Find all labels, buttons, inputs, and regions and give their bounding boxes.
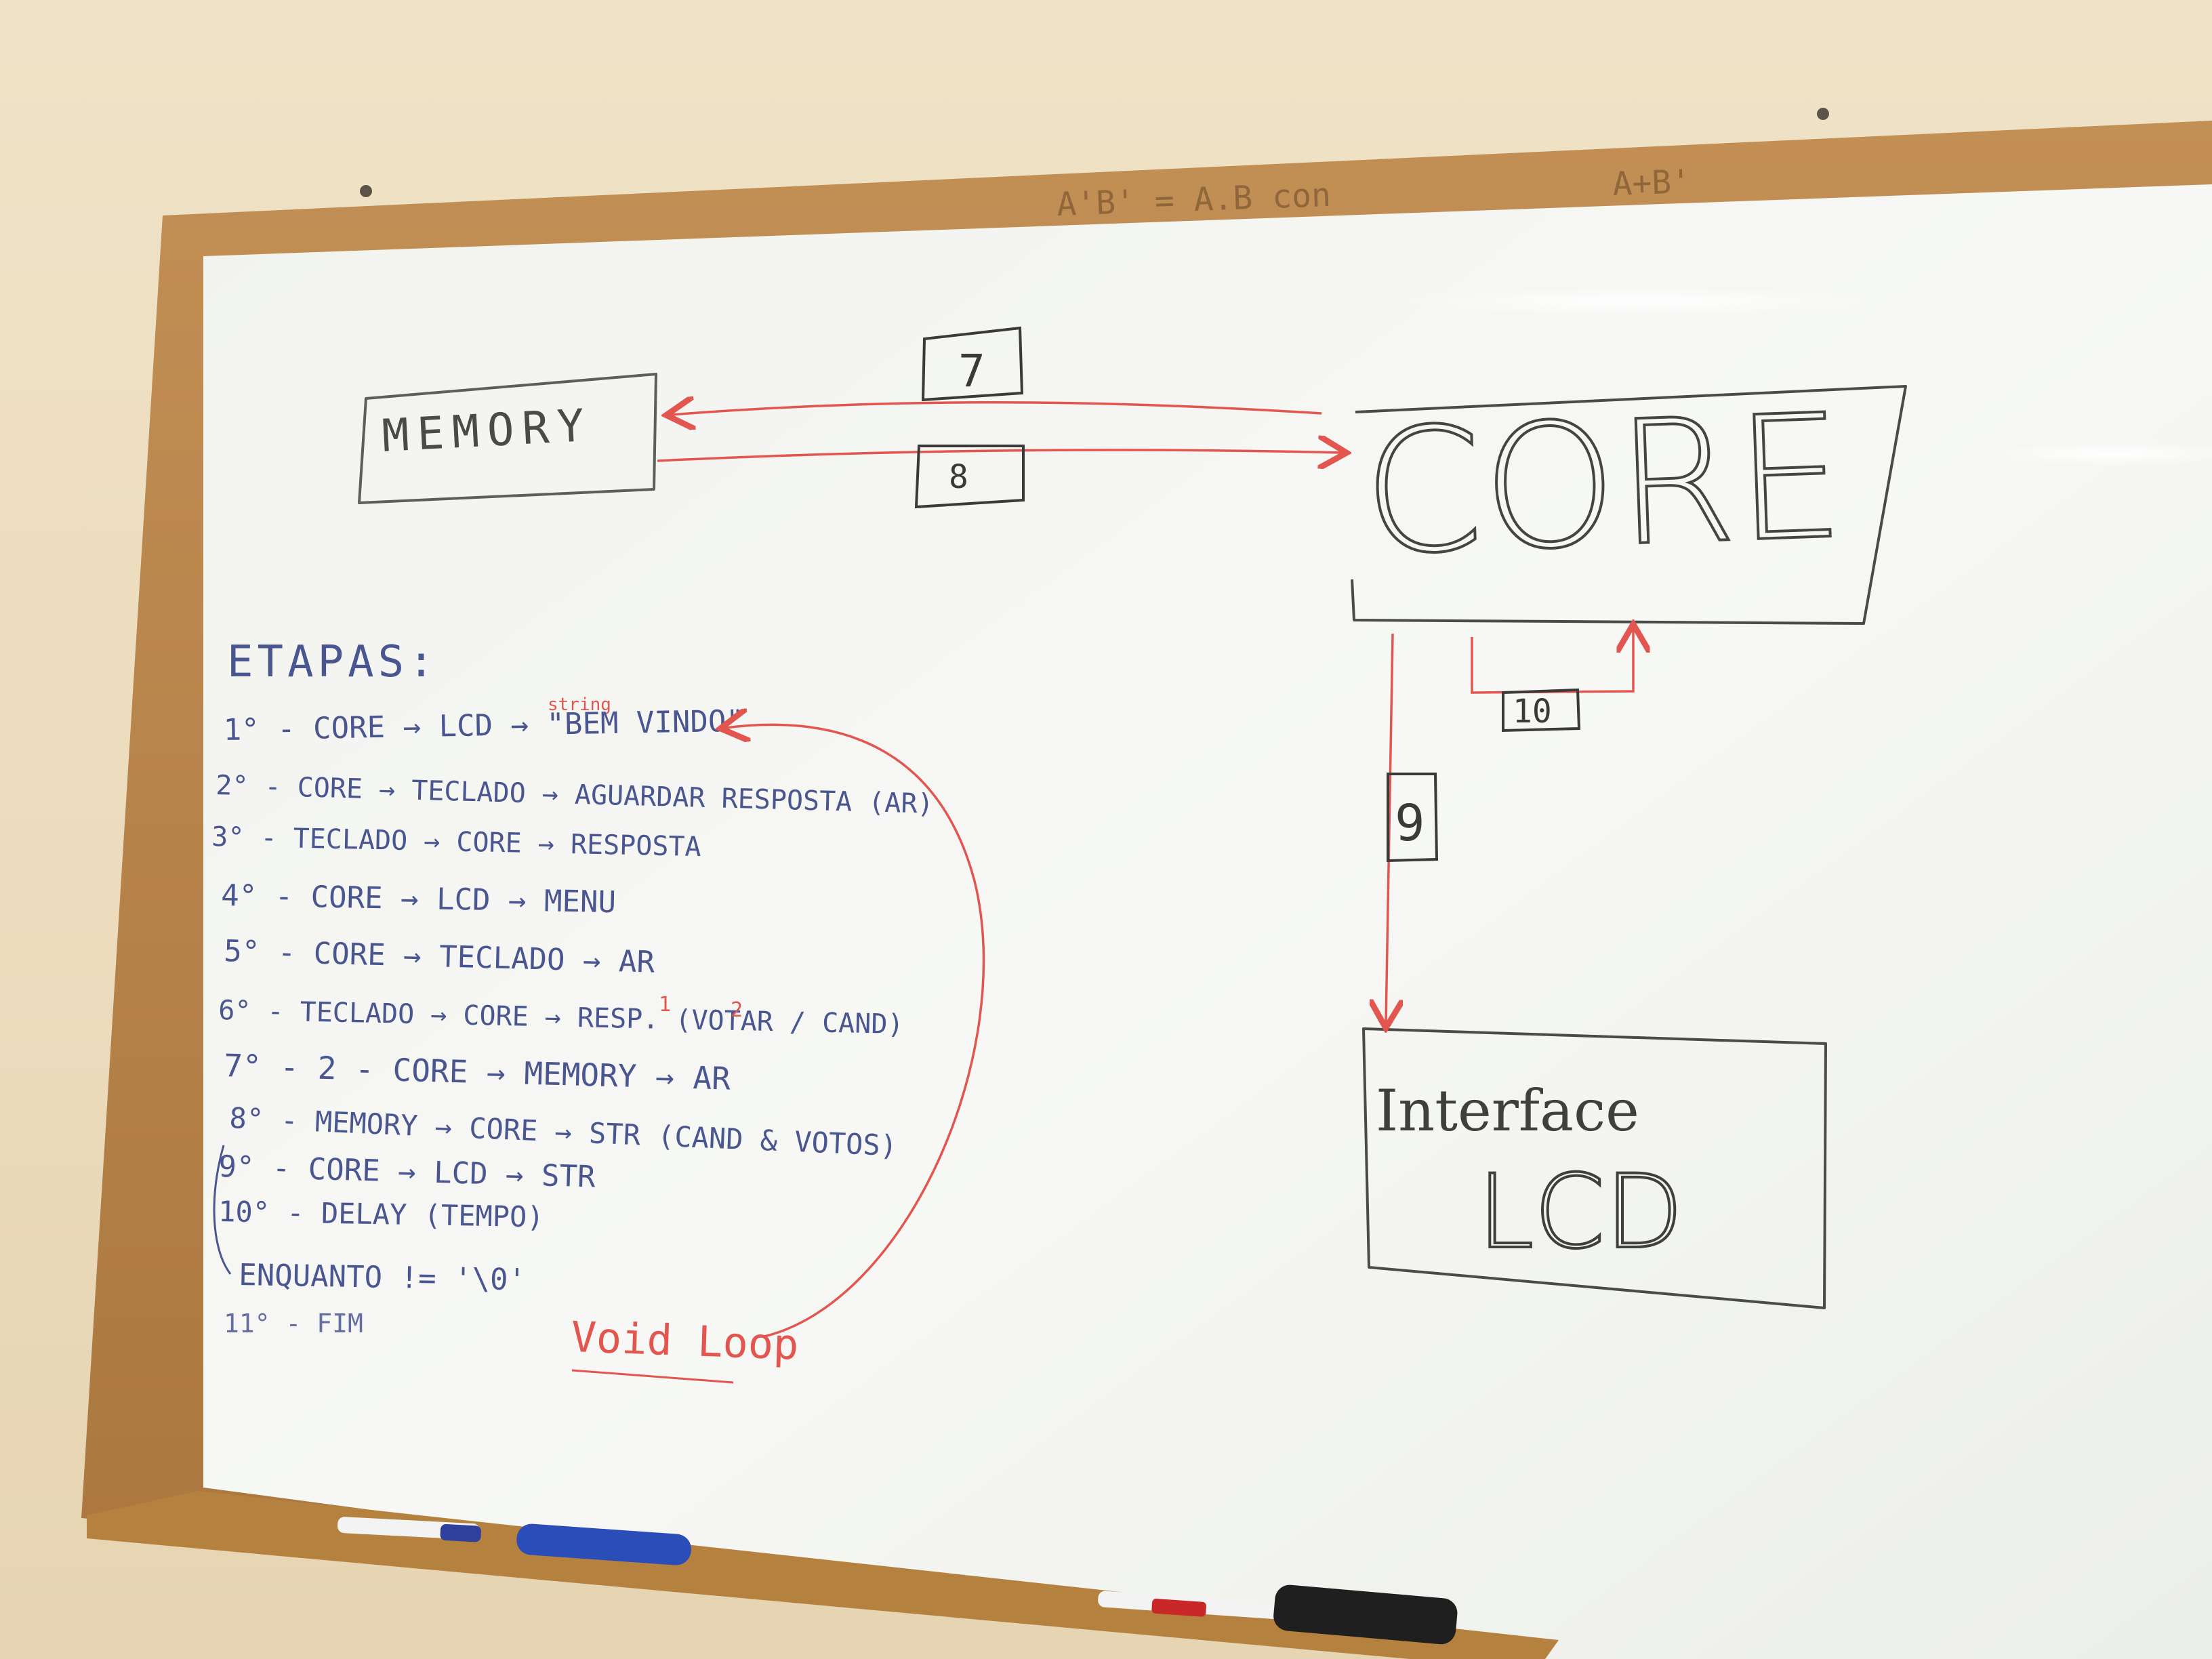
loop-bracket xyxy=(213,1145,232,1275)
step-box-8: 8 xyxy=(914,445,1025,509)
frame-note-right: A+B' xyxy=(1612,163,1691,203)
board-surface xyxy=(203,184,2212,1659)
option-2-mark: 2 xyxy=(731,998,743,1022)
option-1-mark: 1 xyxy=(659,993,671,1017)
eraser xyxy=(516,1523,691,1565)
core-label: CORE xyxy=(1360,377,1847,593)
svg-text:10: 10 xyxy=(1513,693,1552,731)
memory-box: MEMORY xyxy=(358,373,657,504)
step-box-10: 10 xyxy=(1502,688,1581,733)
svg-text:9: 9 xyxy=(1395,794,1425,853)
interface-label: Interface xyxy=(1376,1078,1639,1144)
etapas-title: ETAPAS: xyxy=(227,637,438,687)
string-annotation: string xyxy=(548,695,611,715)
red-marker xyxy=(1098,1591,1281,1620)
void-loop-underline xyxy=(571,1369,734,1384)
wall-nail-left xyxy=(360,185,372,197)
arrow-core-to-memory xyxy=(671,403,1322,415)
black-marker xyxy=(1273,1584,1458,1645)
arrow-memory-to-core xyxy=(657,450,1342,461)
svg-text:8: 8 xyxy=(949,458,968,496)
core-box: CORE xyxy=(1351,376,1907,625)
blue-marker xyxy=(337,1517,481,1542)
interface-lcd-box: Interface LCD xyxy=(1362,1027,1827,1309)
step-line-10: 10° - DELAY (TEMPO) xyxy=(218,1195,544,1233)
loop-back-arrow xyxy=(725,724,985,1338)
light-glare xyxy=(1979,442,2212,466)
step-box-7: 7 xyxy=(921,326,1024,402)
wall-nail-right xyxy=(1817,108,1829,120)
svg-text:7: 7 xyxy=(958,345,985,397)
void-loop-label: Void Loop xyxy=(570,1312,799,1370)
light-glare xyxy=(1396,287,1884,316)
step-line-4: 4° - CORE → LCD → MENU xyxy=(221,878,617,920)
step-box-9: 9 xyxy=(1387,773,1439,863)
step-line-11: 11° - FIM xyxy=(224,1309,363,1338)
memory-label: MEMORY xyxy=(381,399,594,462)
step-line-loop-condition: ENQUANTO != '\0' xyxy=(239,1258,527,1297)
lcd-label: LCD xyxy=(1477,1153,1683,1271)
